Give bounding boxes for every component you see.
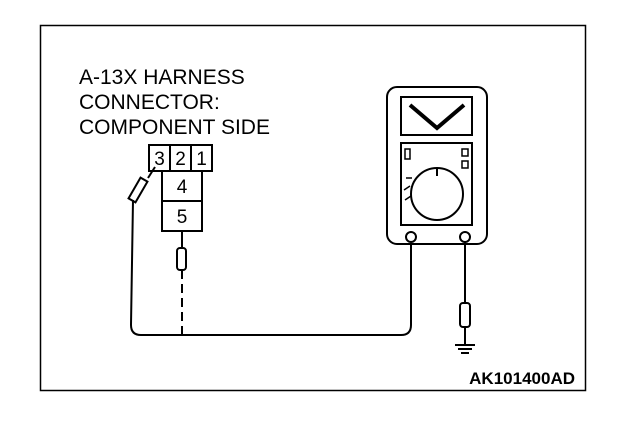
pin-5-label: 5 bbox=[177, 207, 188, 228]
caption-line-2: CONNECTOR: bbox=[79, 91, 220, 114]
figure-frame bbox=[39, 24, 587, 392]
pin-1-label: 1 bbox=[196, 149, 207, 170]
ground-lead bbox=[459, 242, 471, 345]
figure-code: AK101400AD bbox=[469, 369, 575, 388]
multimeter bbox=[386, 86, 488, 245]
connector-pin-4-cell bbox=[161, 170, 203, 202]
pin-2-label: 2 bbox=[175, 149, 186, 170]
multimeter-button-left bbox=[404, 148, 411, 160]
harness-connector bbox=[148, 144, 213, 232]
ground-symbol-icon bbox=[455, 344, 475, 354]
range-scale-marks bbox=[403, 177, 412, 201]
caption-line-3: COMPONENT SIDE bbox=[79, 116, 270, 139]
harness-wire-pin-5 bbox=[176, 231, 187, 338]
caption-line-1: A-13X HARNESS bbox=[79, 66, 245, 89]
voltmeter-v-icon bbox=[408, 103, 466, 131]
pin-4-label: 4 bbox=[177, 177, 188, 198]
multimeter-button-right-top bbox=[461, 148, 469, 157]
test-probe-pin-3 bbox=[127, 166, 156, 204]
connector-pin-5-cell bbox=[161, 200, 203, 232]
input-jack-right bbox=[459, 231, 471, 243]
input-jack-left bbox=[405, 231, 417, 243]
test-lead-wire bbox=[129, 199, 412, 336]
multimeter-button-right-bottom bbox=[461, 160, 469, 169]
pin-3-label: 3 bbox=[154, 149, 165, 170]
